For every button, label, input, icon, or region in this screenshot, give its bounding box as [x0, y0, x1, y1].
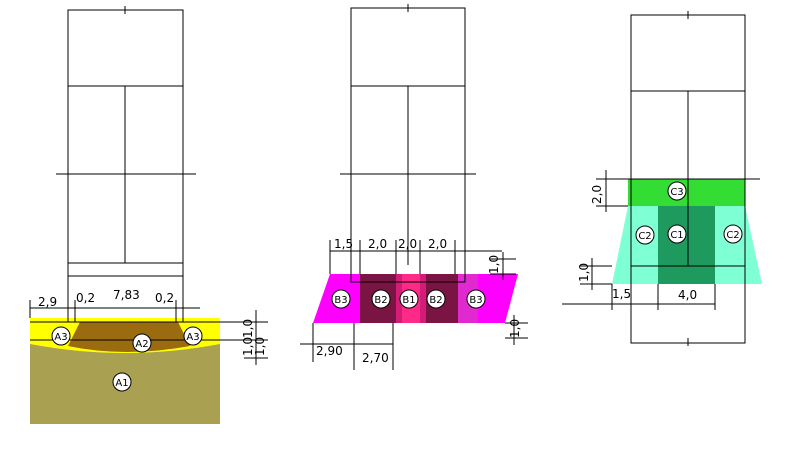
svg-text:C3: C3 — [670, 187, 683, 198]
svg-text:A3: A3 — [54, 332, 67, 343]
svg-text:A1: A1 — [115, 378, 128, 389]
dim-a-width-top: 7,83 — [113, 288, 140, 302]
dim-c-left-bottom: 1,0 — [577, 263, 591, 282]
dim-b-right-top: 1,0 — [487, 255, 501, 274]
svg-text:B1: B1 — [402, 295, 415, 306]
zone-c1 — [658, 206, 715, 284]
svg-text:C2: C2 — [638, 231, 651, 242]
svg-text:B2: B2 — [374, 295, 387, 306]
label-a3-right: A3 — [183, 326, 203, 346]
svg-text:B2: B2 — [429, 295, 442, 306]
label-a1: A1 — [112, 372, 132, 392]
svg-text:A2: A2 — [135, 339, 148, 350]
svg-text:A3: A3 — [186, 332, 199, 343]
dim-b-bottom-1: 2,90 — [316, 344, 343, 358]
dim-a-right-3: 1,0 — [253, 337, 267, 356]
label-a3-left: A3 — [51, 326, 71, 346]
dim-c-bottom-1: 1,5 — [612, 287, 631, 301]
section-c: 2,0 1,0 1,5 4,0 C3 C2 C1 C2 — [562, 11, 762, 346]
label-a2: A2 — [132, 333, 152, 353]
dim-a-right-shoulder: 0,2 — [155, 291, 174, 305]
zone-b-mid-right — [420, 274, 426, 323]
zone-b-mid-left — [396, 274, 402, 323]
svg-text:C1: C1 — [670, 230, 683, 241]
dim-a-right-1: 1,0 — [241, 319, 255, 338]
section-b: 1,5 2,0 2,0 2,0 1,0 1,0 2,90 2,70 B3 B2 — [300, 4, 528, 370]
dim-b-right-bottom: 1,0 — [508, 319, 522, 338]
dim-b-top-1: 1,5 — [334, 237, 353, 251]
label-b3-right: B3 — [466, 289, 486, 309]
label-c3: C3 — [667, 181, 687, 201]
svg-text:C2: C2 — [726, 230, 739, 241]
dim-a-left-shoulder: 0,2 — [76, 291, 95, 305]
label-b1: B1 — [399, 289, 419, 309]
label-c2-left: C2 — [635, 225, 655, 245]
dim-c-bottom-2: 4,0 — [678, 288, 697, 302]
section-a: 7,83 2,9 0,2 0,2 1,0 1,0 1,0 A3 A2 A3 A1 — [29, 6, 268, 424]
svg-text:B3: B3 — [469, 295, 482, 306]
zone-a2 — [68, 322, 190, 352]
label-c1: C1 — [667, 224, 687, 244]
label-b3-left: B3 — [331, 289, 351, 309]
dim-b-top-2: 2,0 — [368, 237, 387, 251]
label-c2-right: C2 — [723, 224, 743, 244]
label-b2-left: B2 — [371, 289, 391, 309]
dim-b-top-4: 2,0 — [428, 237, 447, 251]
dim-a-left-offset: 2,9 — [38, 295, 57, 309]
dim-b-bottom-2: 2,70 — [362, 351, 389, 365]
dim-a-right-2: 1,0 — [241, 337, 255, 356]
svg-text:B3: B3 — [334, 295, 347, 306]
dim-b-top-3: 2,0 — [398, 237, 417, 251]
label-b2-right: B2 — [426, 289, 446, 309]
zone-c3 — [628, 179, 745, 206]
dim-c-left-top: 2,0 — [590, 185, 604, 204]
